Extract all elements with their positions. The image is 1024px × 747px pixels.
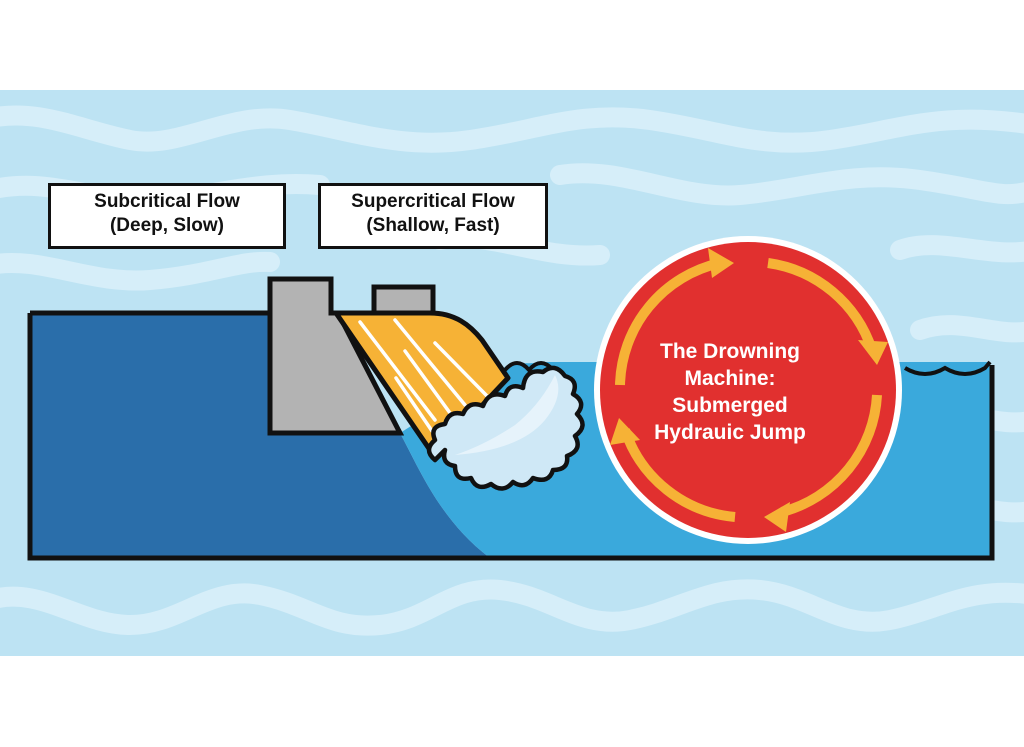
channel-outline (27, 310, 995, 561)
dam (267, 276, 436, 436)
water-surface-wavelets (503, 361, 555, 374)
caption-line-1: The Drowning (660, 340, 800, 363)
supercritical-flow-label: Supercritical Flow (Shallow, Fast) (318, 183, 548, 249)
subcritical-flow-label: Subcritical Flow (Deep, Slow) (48, 183, 286, 249)
caption-line-3: Submerged (672, 394, 788, 417)
right-water-surface (903, 360, 992, 376)
recirculation-arrows (615, 258, 882, 522)
turbulent-foam (426, 365, 585, 491)
subcritical-subtitle: (Deep, Slow) (109, 215, 224, 236)
arrow-head-left (610, 418, 640, 445)
caption-line-2: Machine: (684, 367, 776, 390)
arrow-head-right (858, 340, 888, 365)
arrow-head-bottom (764, 502, 790, 532)
subcritical-title: Subcritical Flow (94, 191, 240, 212)
arrow-head-top (708, 248, 734, 278)
supercritical-subtitle: (Shallow, Fast) (366, 215, 500, 236)
drowning-machine-caption: The Drowning Machine: Submerged Hydrauic… (630, 338, 830, 446)
upstream-deep-water (30, 313, 490, 558)
supercritical-title: Supercritical Flow (351, 191, 515, 212)
caption-line-4: Hydrauic Jump (654, 421, 806, 444)
drowning-machine-circle (594, 236, 902, 544)
